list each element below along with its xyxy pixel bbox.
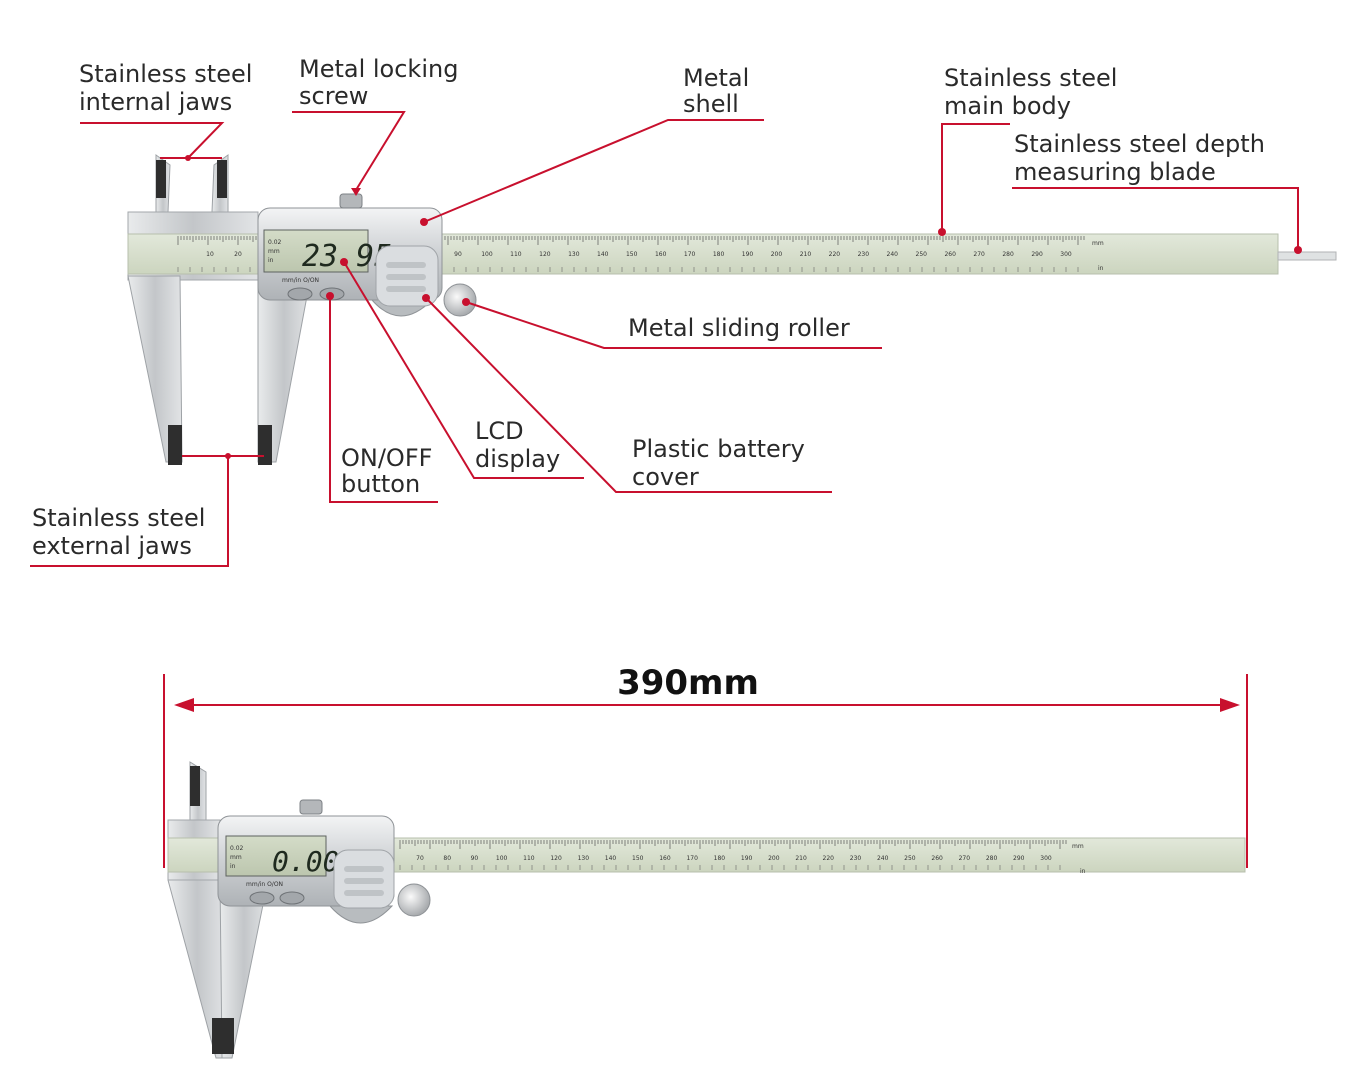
scale-number: 110 [523, 855, 535, 862]
scale-number: 190 [742, 251, 754, 258]
scale-number: 300 [1060, 251, 1072, 258]
scale-number: 20 [234, 251, 242, 258]
scale-number: 220 [829, 251, 841, 258]
label-battery-2: cover [632, 463, 699, 491]
svg-text:in: in [230, 863, 236, 870]
scale-number: 280 [1002, 251, 1014, 258]
label-sliding-roller: Metal sliding roller [628, 314, 850, 342]
onoff-button-bottom[interactable] [279, 891, 305, 905]
scale-number: 150 [626, 251, 638, 258]
scale-number: 200 [768, 855, 780, 862]
caliper-bottom: 70 80 90 100 110 120 130 140 150 160 170 180 190 200 2… [167, 761, 1246, 1059]
scale-unit-in: in [1098, 265, 1104, 272]
label-external-jaws-1: Stainless steel [32, 504, 205, 532]
label-onoff-1: ON/OFF [341, 444, 432, 472]
scale-number: 120 [539, 251, 551, 258]
scale-number: 210 [800, 251, 812, 258]
callouts: Stainless steel internal jaws Metal lock… [30, 55, 1302, 567]
scale-number: 140 [597, 251, 609, 258]
scale-number: 130 [568, 251, 580, 258]
scale-number: 110 [510, 251, 522, 258]
scale-number: 230 [850, 855, 862, 862]
scale-number: 250 [916, 251, 928, 258]
scale-number: 70 [416, 855, 424, 862]
scale-number: 170 [684, 251, 696, 258]
scale-number: 180 [713, 251, 725, 258]
label-locking-screw-2: screw [299, 82, 368, 110]
scale-number: 270 [973, 251, 985, 258]
dimension-390mm: 390mm [163, 663, 1248, 868]
svg-text:0.02: 0.02 [230, 845, 244, 852]
label-depth-blade-2: measuring blade [1014, 158, 1216, 186]
caliper-top: 10 20 90 100 110 120 130 140 150 160 170 180 190 200 2… [127, 154, 1337, 465]
scale-number: 270 [959, 855, 971, 862]
scale-number: 240 [887, 251, 899, 258]
scale-number: 170 [686, 855, 698, 862]
svg-text:0.02: 0.02 [268, 239, 282, 246]
mode-button[interactable] [287, 287, 313, 301]
scale-number: 80 [443, 855, 451, 862]
label-lcd-2: display [475, 445, 560, 473]
scale-number: 90 [471, 855, 479, 862]
depth-blade [1277, 251, 1337, 261]
label-main-body-1: Stainless steel [944, 64, 1117, 92]
label-internal-jaws-1: Stainless steel [79, 60, 252, 88]
scale-number: 90 [454, 251, 462, 258]
scale-number: 150 [632, 855, 644, 862]
lcd-display [263, 229, 369, 273]
sliding-roller[interactable] [443, 283, 477, 317]
scale-number: 290 [1013, 855, 1025, 862]
scale-number: 280 [986, 855, 998, 862]
scale-number: 160 [659, 855, 671, 862]
scale-number: 300 [1040, 855, 1052, 862]
label-internal-jaws-2: internal jaws [79, 88, 232, 116]
scale-number: 230 [858, 251, 870, 258]
svg-text:mm: mm [268, 248, 280, 255]
svg-text:mm: mm [1072, 843, 1084, 850]
scale-number: 210 [795, 855, 807, 862]
scale-number: 220 [823, 855, 835, 862]
scale-number: 140 [605, 855, 617, 862]
scale-number: 250 [904, 855, 916, 862]
dimension-label: 390mm [617, 663, 759, 703]
label-locking-screw-1: Metal locking [299, 55, 458, 83]
label-metal-shell-1: Metal [683, 64, 749, 92]
scale-number: 160 [655, 251, 667, 258]
scale-number: 240 [877, 855, 889, 862]
locking-screw-bottom[interactable] [299, 799, 323, 815]
scale-number: 290 [1031, 251, 1043, 258]
scale-number: 180 [714, 855, 726, 862]
scale-number: 120 [550, 855, 562, 862]
scale-number: 100 [481, 251, 493, 258]
scale-number: 200 [771, 251, 783, 258]
svg-text:mm/in O/ON: mm/in O/ON [246, 881, 283, 888]
scale-number: 100 [496, 855, 508, 862]
scale-number: 260 [944, 251, 956, 258]
lcd-reading-bottom: 0.00 [272, 845, 339, 878]
scale-number: 10 [206, 251, 214, 258]
label-lcd-1: LCD [475, 417, 524, 445]
label-depth-blade-1: Stainless steel depth [1014, 130, 1265, 158]
scale-number: 260 [931, 855, 943, 862]
mode-button-bottom[interactable] [249, 891, 275, 905]
label-main-body-2: main body [944, 92, 1071, 120]
label-metal-shell-2: shell [683, 90, 739, 118]
lcd-display-bottom [225, 835, 327, 877]
sliding-roller-bottom[interactable] [397, 883, 431, 917]
scale-unit-mm: mm [1092, 240, 1104, 247]
svg-text:in: in [1080, 868, 1086, 875]
scale-number: 130 [578, 855, 590, 862]
label-battery-1: Plastic battery [632, 435, 805, 463]
button-legend: mm/in O/ON [282, 277, 319, 284]
svg-text:in: in [268, 257, 274, 264]
label-external-jaws-2: external jaws [32, 532, 192, 560]
locking-screw[interactable] [339, 193, 363, 209]
scale-number: 190 [741, 855, 753, 862]
label-onoff-2: button [341, 470, 420, 498]
svg-text:mm: mm [230, 854, 242, 861]
